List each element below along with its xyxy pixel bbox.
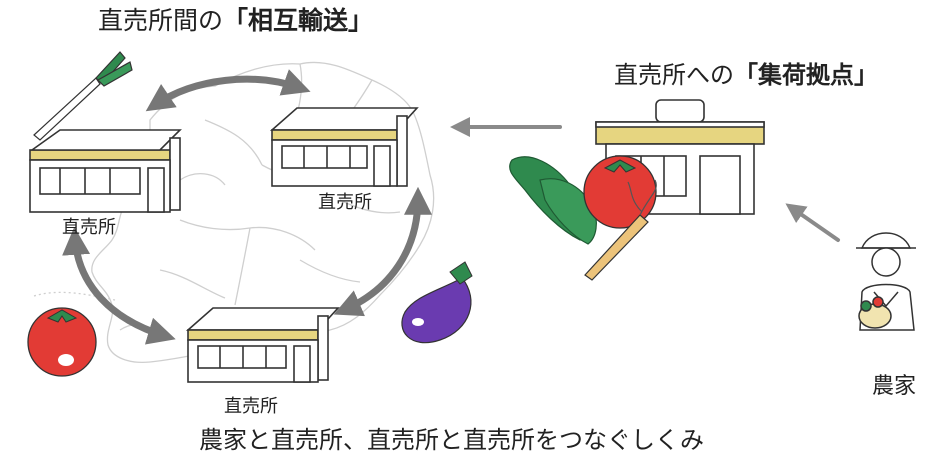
shop-icon-bottom-center xyxy=(185,307,340,383)
shop-icon-top-left xyxy=(29,129,182,213)
eggplant-icon xyxy=(401,261,473,344)
caption: 農家と直売所、直売所と直売所をつなぐしくみ xyxy=(199,426,704,454)
arrow-top xyxy=(145,69,311,112)
hub-arrows xyxy=(450,117,840,242)
mutual-transport-title-emph: 「相互輸送」 xyxy=(223,6,374,35)
arrow-right xyxy=(333,186,432,317)
shop-label-top-left: 直売所 xyxy=(62,217,116,238)
shop-label-top-center: 直売所 xyxy=(318,192,372,213)
mutual-transport-arrows xyxy=(62,69,432,345)
farmer-label: 農家 xyxy=(872,374,917,399)
farmer-icon xyxy=(856,232,916,331)
leafy-greens-icon xyxy=(509,156,597,245)
hub-title-emph: 「集荷拠点」 xyxy=(734,61,878,89)
arrow-farmer-to-hub xyxy=(785,203,840,242)
tomato-icon-left xyxy=(27,307,97,377)
hub-title: 直売所への「集荷拠点」 xyxy=(614,63,878,87)
hub-title-prefix: 直売所への xyxy=(614,61,734,89)
carrot-icon xyxy=(584,179,657,281)
tomato-icon-hub xyxy=(583,155,657,229)
shop-label-bottom-center: 直売所 xyxy=(224,396,278,417)
mutual-transport-title-prefix: 直売所間の xyxy=(98,6,224,35)
green-onion-icon xyxy=(33,51,133,141)
mutual-transport-title: 直売所間の「相互輸送」 xyxy=(98,8,373,33)
arrow-left xyxy=(62,226,176,345)
shop-icon-top-center xyxy=(269,107,419,187)
